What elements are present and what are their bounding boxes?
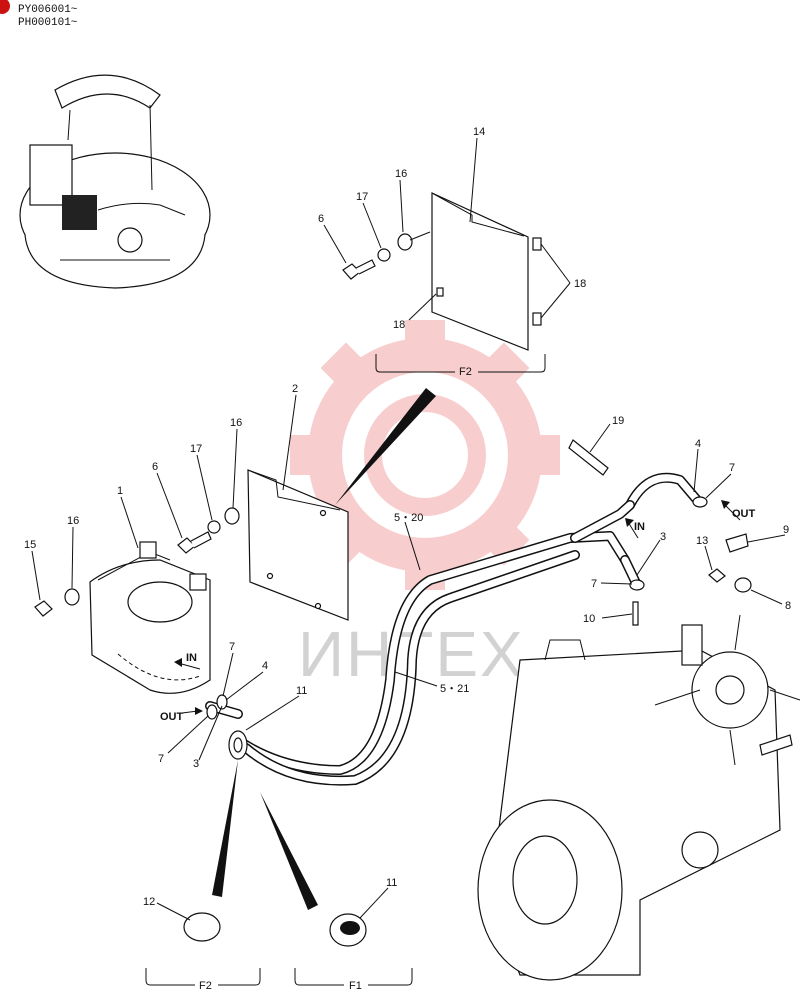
callout-18-right: 18 xyxy=(574,278,586,290)
corner-mark-icon xyxy=(0,0,10,14)
screw-10 xyxy=(632,601,639,626)
callout-15: 15 xyxy=(24,539,36,551)
callout-7-left-bottom: 7 xyxy=(158,753,164,765)
callout-16-top: 16 xyxy=(395,168,407,180)
callout-8: 8 xyxy=(785,600,791,612)
bolt-6-top xyxy=(342,259,376,280)
engine-block xyxy=(477,614,801,981)
callout-3-left: 3 xyxy=(193,758,199,770)
callout-17-mid: 17 xyxy=(190,443,202,455)
callout-3-right: 3 xyxy=(660,531,666,543)
elbow-8 xyxy=(734,577,752,593)
callout-6-mid: 6 xyxy=(152,461,158,473)
callout-4-right: 4 xyxy=(695,438,701,450)
plug-12 xyxy=(183,912,221,942)
callout-7-left-top: 7 xyxy=(229,641,235,653)
bracket-f1-right xyxy=(368,968,413,986)
pointer-f2-top xyxy=(335,388,436,505)
callout-13: 13 xyxy=(696,535,708,547)
callout-9: 9 xyxy=(783,524,789,536)
callout-14: 14 xyxy=(473,126,485,138)
callout-17-top: 17 xyxy=(356,191,368,203)
pointer-f1-bottom xyxy=(260,792,318,910)
callout-5-20: 5・20 xyxy=(394,512,423,524)
detail-label-f2-bottom: F2 xyxy=(199,980,212,992)
serial-number-2: PH000101~ xyxy=(18,17,78,29)
detail-label-f1-bottom: F1 xyxy=(349,980,362,992)
bolt-15 xyxy=(34,600,53,617)
flow-label-in-right: IN xyxy=(634,521,645,533)
clamp-7-right-a xyxy=(692,496,708,508)
callout-19: 19 xyxy=(612,415,624,427)
flow-label-out-left: OUT xyxy=(160,711,184,723)
machine-overview-illustration xyxy=(19,74,211,289)
clamp-7-left-a xyxy=(216,694,228,710)
bracket-f2-bottom-left xyxy=(145,968,195,986)
pointer-f2-bottom xyxy=(212,760,238,897)
callout-16-left: 16 xyxy=(67,515,79,527)
bracket-f2-top-right xyxy=(478,354,546,373)
bracket-f1-left xyxy=(294,968,344,986)
bracket-f2-top-left xyxy=(375,354,455,373)
callout-2: 2 xyxy=(292,383,298,395)
serial-number-1: PY006001~ xyxy=(18,4,78,16)
bolt-13 xyxy=(708,568,726,583)
bracket-f2-bottom-right xyxy=(218,968,261,986)
arrow-out-right-icon xyxy=(724,504,741,521)
flow-label-in-left: IN xyxy=(186,652,197,664)
leader-lines xyxy=(31,137,786,921)
plate-2 xyxy=(247,469,349,621)
fitting-9 xyxy=(725,533,749,553)
arrow-in-right-icon xyxy=(627,521,639,539)
callout-4-left: 4 xyxy=(262,660,268,672)
callout-6-top: 6 xyxy=(318,213,324,225)
callout-12: 12 xyxy=(143,896,155,908)
tank-1 xyxy=(89,541,211,694)
callout-11-detail: 11 xyxy=(386,877,397,889)
flow-label-out-right: OUT xyxy=(732,508,756,520)
callout-7-right-mid: 7 xyxy=(591,578,597,590)
washer-16-mid xyxy=(224,507,240,525)
hose-assembly xyxy=(205,472,702,786)
clamp-7-left-b xyxy=(206,704,218,720)
washer-17-mid xyxy=(207,520,221,534)
washer-16-left xyxy=(64,588,80,606)
callout-16-mid: 16 xyxy=(230,417,242,429)
detail-f2-top xyxy=(342,192,542,351)
callout-5-21: 5・21 xyxy=(440,683,469,695)
washer-16-top xyxy=(397,233,413,251)
callout-7-right-top: 7 xyxy=(729,462,735,474)
callout-18-left: 18 xyxy=(393,319,405,331)
callout-10: 10 xyxy=(583,613,595,625)
clamp-7-right-b xyxy=(629,579,645,591)
callout-11-main: 11 xyxy=(296,685,307,697)
callout-1: 1 xyxy=(117,485,123,497)
clamp-band-19 xyxy=(568,439,609,476)
detail-label-f2-top: F2 xyxy=(459,366,472,378)
washer-17-top xyxy=(377,248,391,262)
